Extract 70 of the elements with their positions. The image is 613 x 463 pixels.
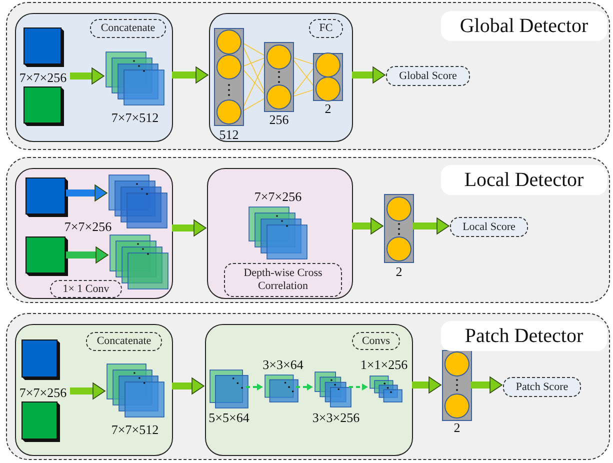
arrow — [246, 384, 263, 390]
arrow — [349, 384, 368, 390]
arrow — [70, 68, 104, 84]
detector-section — [6, 313, 610, 460]
size-label: 7×7×256 — [14, 386, 72, 400]
size-label: 2 — [324, 102, 332, 116]
score-tag: Patch Score — [503, 377, 581, 397]
module-panel — [207, 168, 353, 299]
detector-section — [6, 157, 610, 303]
arrow — [471, 376, 502, 394]
module-tag: Depth-wise Cross Correlation — [224, 263, 342, 297]
arrow — [413, 218, 450, 234]
feature-cube — [22, 340, 60, 380]
module-panel — [15, 13, 173, 142]
arrow — [172, 220, 206, 236]
size-label: 256 — [268, 113, 290, 127]
module-tag: FC — [309, 19, 343, 38]
module-tag: 1× 1 Conv — [50, 280, 122, 298]
arrow — [412, 376, 442, 394]
module-panel — [209, 13, 353, 142]
module-panel — [15, 168, 173, 299]
size-label: 2 — [394, 265, 404, 279]
size-label: 7×7×256 — [63, 220, 113, 234]
arrow — [66, 246, 108, 264]
feature-cube — [24, 28, 64, 67]
arrow — [172, 378, 204, 394]
size-label: 7×7×256 — [14, 71, 72, 85]
arrow — [296, 384, 313, 390]
feature-cube — [22, 402, 60, 442]
feature-cube — [24, 87, 64, 126]
size-label: 7×7×512 — [110, 111, 160, 125]
size-label: 1×1×256 — [359, 358, 409, 372]
module-tag: Concatenate — [90, 19, 166, 38]
neuron-layer — [264, 42, 294, 112]
score-tag: Global Score — [386, 66, 470, 86]
arrow — [70, 382, 106, 400]
arrow — [352, 218, 384, 234]
feature-map-stack — [265, 375, 298, 402]
size-label: 7×7×512 — [110, 423, 160, 437]
feature-cube — [26, 178, 68, 217]
size-label: 512 — [218, 128, 240, 142]
section-title: Patch Detector — [441, 321, 607, 351]
feature-cube — [26, 237, 68, 276]
feature-map-stack — [107, 364, 164, 417]
detector-section — [6, 2, 610, 150]
module-panel — [205, 324, 413, 456]
feature-map-stack — [370, 376, 402, 402]
neuron-layer — [214, 28, 244, 126]
feature-map-stack — [210, 370, 248, 408]
size-label: 2 — [452, 421, 462, 435]
module-tag: Concatenate — [86, 332, 162, 351]
size-label: 3×3×256 — [311, 411, 361, 425]
feature-map-stack — [249, 207, 307, 259]
neuron-layer — [313, 53, 343, 101]
module-panel — [15, 324, 173, 456]
size-label: 3×3×64 — [262, 358, 304, 372]
arrow — [172, 66, 208, 84]
neuron-layer — [384, 194, 414, 263]
feature-map-stack — [110, 235, 168, 289]
arrow — [352, 66, 386, 84]
module-tag: Convs — [352, 332, 400, 350]
size-label: 5×5×64 — [208, 411, 250, 425]
feature-map-stack — [106, 52, 164, 105]
score-tag: Local Score — [450, 217, 528, 237]
neuron-layer — [442, 350, 472, 421]
feature-map-stack — [315, 372, 351, 407]
section-title: Local Detector — [441, 165, 607, 195]
section-title: Global Detector — [441, 11, 607, 41]
size-label: 7×7×256 — [253, 190, 303, 204]
arrow — [66, 184, 108, 202]
